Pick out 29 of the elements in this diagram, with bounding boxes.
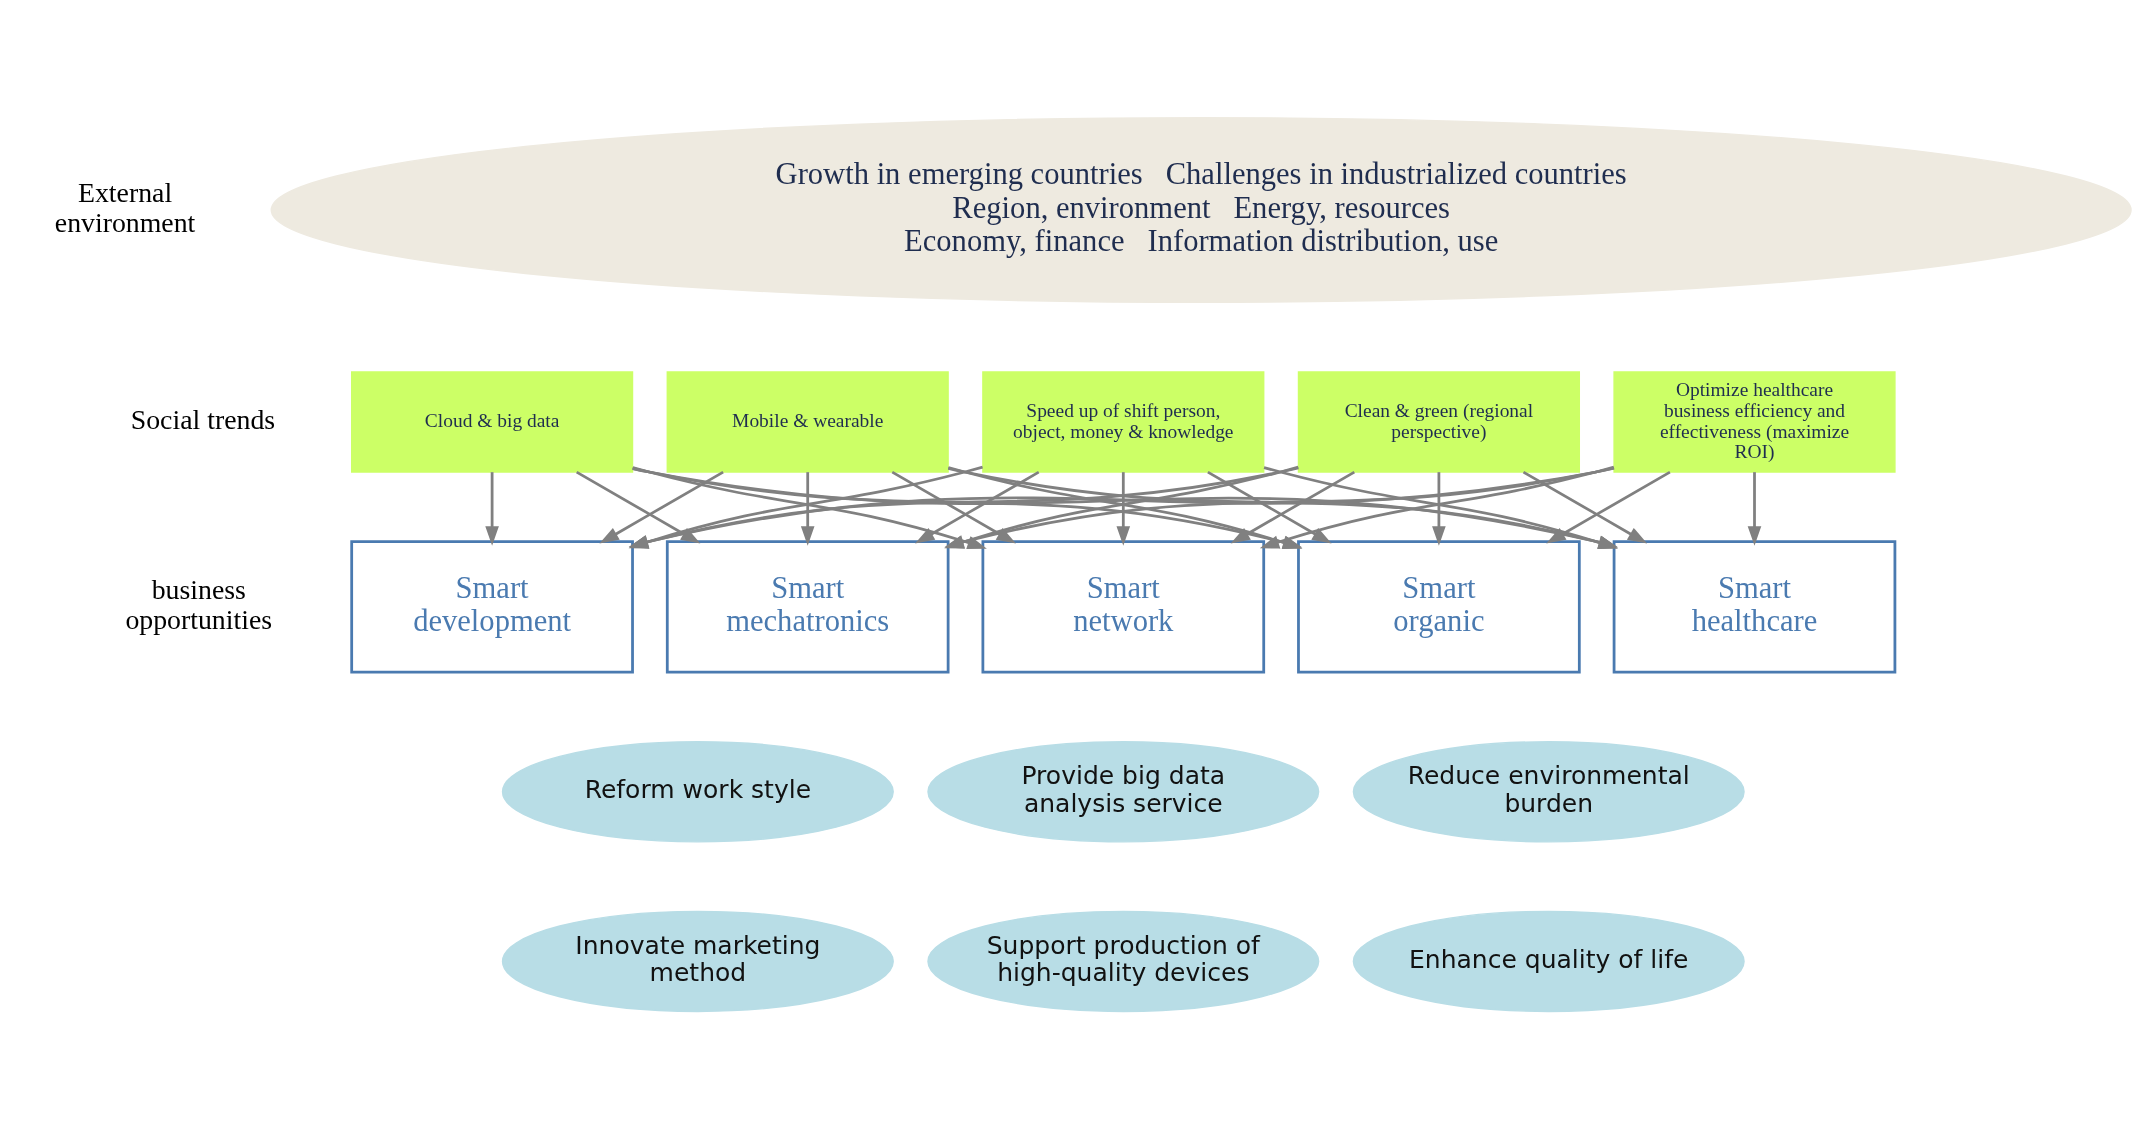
node-box: Smart organic (1297, 539, 1581, 674)
arrow (485, 471, 499, 546)
node-ellipse: Innovate marketing method (501, 910, 894, 1012)
arrow (1747, 471, 1762, 546)
arrow (1230, 470, 1356, 544)
node-box: Clean & green (regional perspective) (1297, 370, 1580, 473)
node-box: Smart development (350, 539, 634, 674)
node-ellipse: Growth in emerging countries Challenges in industrialized countries Region, environment Energy, resources Economy, finance Information distribution, use (270, 116, 2132, 303)
arrow (1522, 470, 1648, 544)
node-box: Smart network (981, 539, 1266, 674)
arrow (1546, 470, 1671, 544)
node-ellipse: Support production of high-quality devices (927, 910, 1320, 1012)
node-ellipse: Provide big data analysis service (927, 740, 1320, 842)
arrow (1207, 470, 1332, 544)
arrow (800, 471, 815, 546)
label: Social trends (130, 403, 276, 435)
node-ellipse: Enhance quality of life (1352, 910, 1745, 1012)
node-box: Cloud & big data (351, 370, 634, 473)
label: External environment (54, 176, 196, 238)
node-box: Optimize healthcare business efficiency and effectiveness (maximize ROI) (1613, 370, 1896, 473)
label: business opportunities (125, 573, 273, 635)
node-ellipse: Reform work style (501, 740, 894, 842)
node-box: Speed up of shift person, object, money & knowledge (982, 370, 1265, 473)
node-box: Mobile & wearable (666, 370, 949, 473)
arrow (1116, 471, 1131, 546)
node-box: Smart mechatronics (665, 539, 950, 674)
arrow (1432, 471, 1446, 546)
node-ellipse: Reduce environmental burden (1352, 740, 1745, 842)
node-box: Smart healthcare (1612, 539, 1897, 674)
